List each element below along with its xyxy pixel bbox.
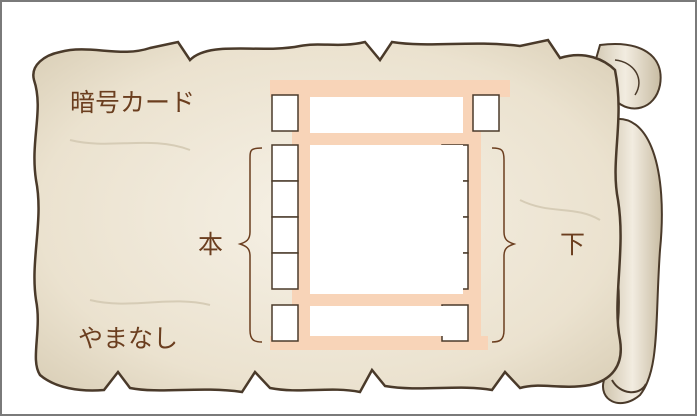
cell-left-3 [271,216,299,254]
right-side-label: 下 [560,230,586,259]
cell-left-2 [271,180,299,218]
frame-bottom-bar [270,336,488,350]
frame-lower-bar [292,294,481,306]
center-panel-bottom [310,306,463,336]
card-title-label: 暗号カード [70,88,196,117]
cell-left-1 [271,144,299,182]
frame-top-bar [270,80,510,97]
cell-left-5 [271,304,299,342]
bottom-left-label: やまなし [78,324,179,353]
center-panel-top [310,97,463,133]
left-side-label: 本 [198,230,224,259]
cell-top-left [271,94,299,132]
cell-top-right [472,94,500,132]
center-panel-main [310,145,463,294]
cell-left-4 [271,252,299,290]
frame-middle-bar [292,133,481,145]
right-brace [491,147,517,343]
left-brace [237,147,263,343]
